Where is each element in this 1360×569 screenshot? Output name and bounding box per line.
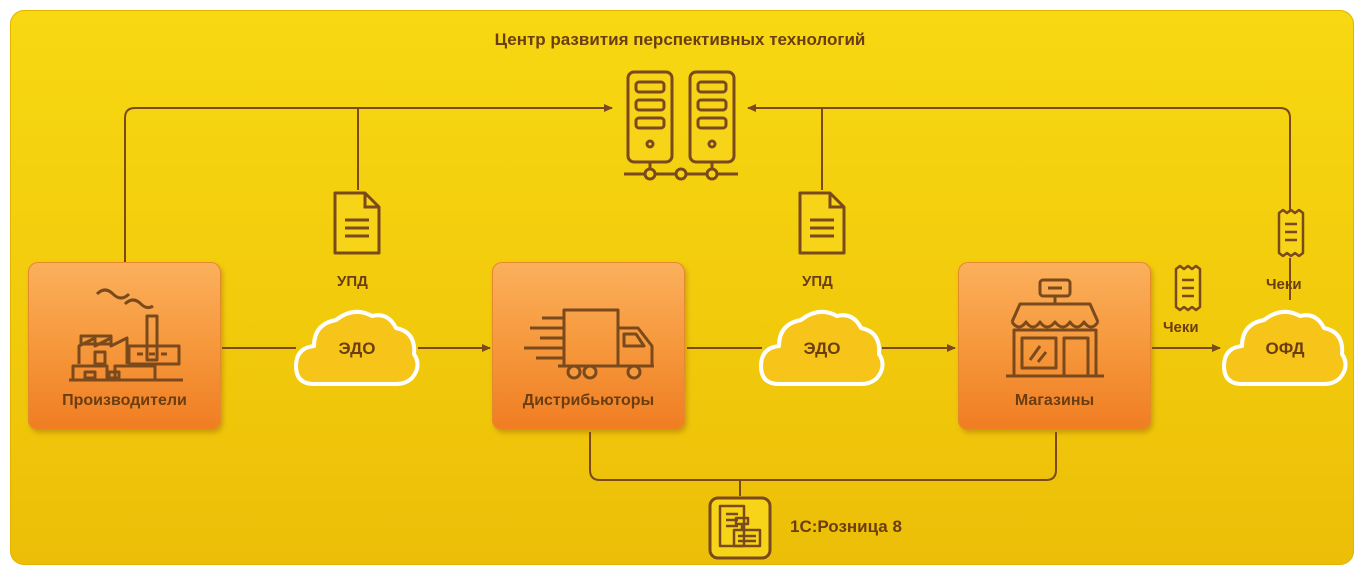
edo-label-2: ЭДО xyxy=(803,339,841,358)
upd-label-2: УПД xyxy=(802,273,833,290)
shop-icon xyxy=(1006,278,1104,378)
distributors-label: Дистрибьюторы xyxy=(522,392,655,409)
pos-terminal-icon xyxy=(708,496,772,560)
document-icon xyxy=(798,191,846,255)
edo-cloud-2: ЭДО xyxy=(757,302,887,392)
wire-distributors-shops-bottom xyxy=(589,432,1057,481)
factory-icon xyxy=(69,288,183,382)
shops-label: Магазины xyxy=(1014,392,1095,409)
receipts-label-top: Чеки xyxy=(1266,276,1302,293)
wire-producers-to-server xyxy=(124,104,613,262)
ofd-cloud: ОФД xyxy=(1220,302,1350,392)
producers-label: Производители xyxy=(62,392,187,409)
receipts-label-side: Чеки xyxy=(1163,319,1199,336)
cloud-icon xyxy=(294,309,420,386)
edo-label-1: ЭДО xyxy=(338,339,376,358)
receipt-icon xyxy=(1174,264,1202,312)
truck-icon xyxy=(524,308,654,380)
document-icon xyxy=(333,191,381,255)
shops-node: Магазины xyxy=(958,262,1151,430)
server-icon xyxy=(624,70,738,181)
diagram-title: Центр развития перспективных технологий xyxy=(494,30,866,49)
cloud-icon xyxy=(759,309,885,386)
producers-node: Производители xyxy=(28,262,221,430)
ofd-label: ОФД xyxy=(1265,339,1305,358)
distributors-node: Дистрибьюторы xyxy=(492,262,685,430)
upd-label-1: УПД xyxy=(337,273,368,290)
cloud-icon xyxy=(1222,309,1348,386)
software-label: 1С:Розница 8 xyxy=(790,517,902,536)
wire-ofd-to-server xyxy=(747,104,1291,210)
edo-cloud-1: ЭДО xyxy=(292,302,422,392)
receipt-icon xyxy=(1277,208,1305,258)
